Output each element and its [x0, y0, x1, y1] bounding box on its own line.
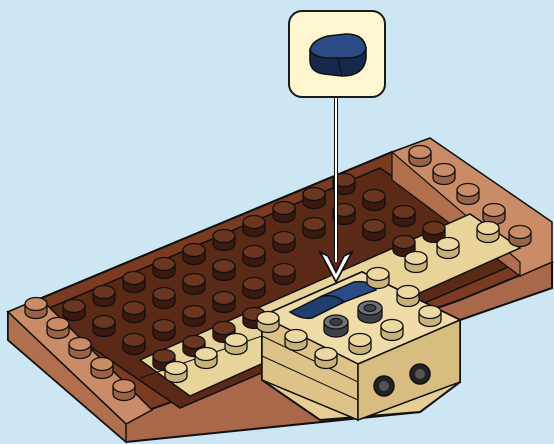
instruction-step-panel [0, 0, 554, 444]
brick-model-illustration [0, 0, 554, 444]
